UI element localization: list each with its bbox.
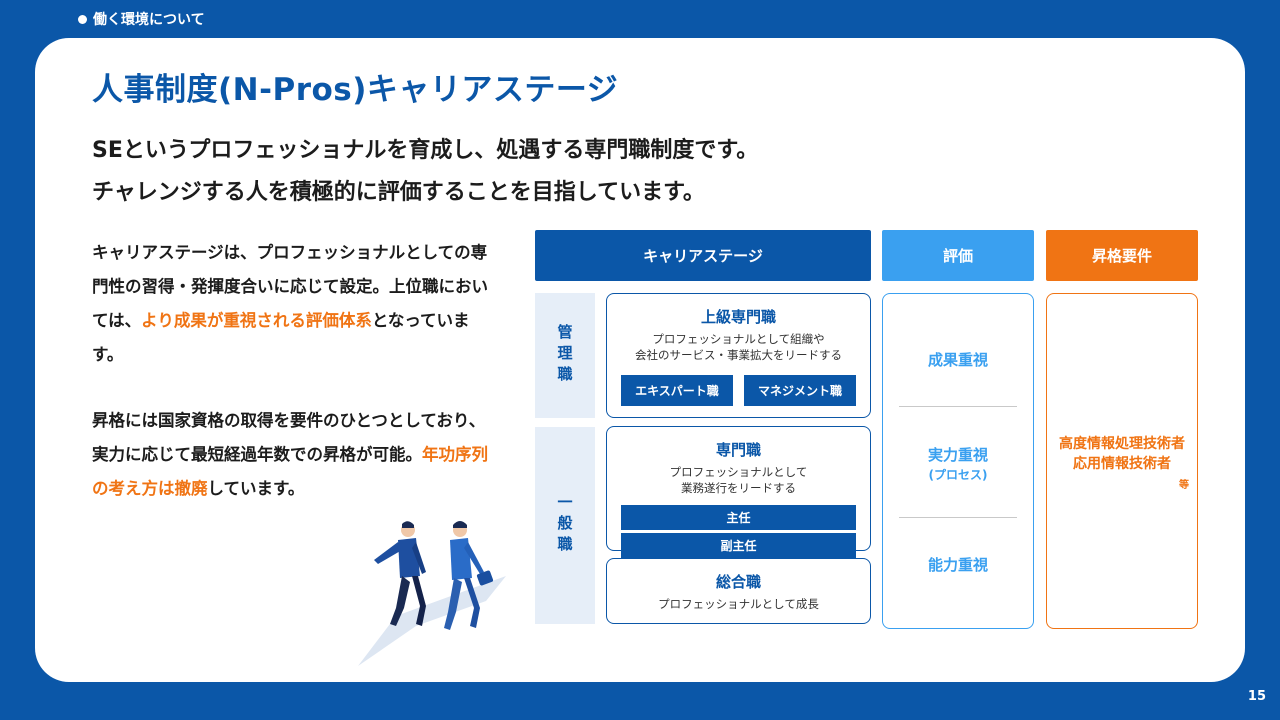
paragraph-2-text-b: しています。 bbox=[207, 479, 305, 498]
section-label-text: 働く環境について bbox=[93, 12, 205, 28]
category-general: 一般職 bbox=[535, 427, 595, 624]
evaluation-ability-sub: (プロセス) bbox=[928, 468, 988, 482]
lead-text: SEというプロフェッショナルを育成し、処遇する専門職制度です。 チャレンジする人… bbox=[92, 130, 758, 214]
senior-tracks: エキスパート職 マネジメント職 bbox=[607, 375, 870, 406]
evaluation-ability-label: 実力重視 bbox=[927, 446, 988, 464]
requirement-line-1: 高度情報処理技術者 bbox=[1059, 436, 1185, 452]
role-general-staff: 総合職 プロフェッショナルとして成長 bbox=[606, 558, 871, 624]
role-senior-desc-line-2: 会社のサービス・事業拡大をリードする bbox=[635, 348, 842, 362]
rank-vice-chief: 副主任 bbox=[621, 533, 856, 558]
paragraph-career-stage: キャリアステージは、プロフェッショナルとしての専門性の習得・発揮度合いに応じて設… bbox=[92, 236, 492, 372]
page-number: 15 bbox=[1247, 689, 1266, 704]
track-management: マネジメント職 bbox=[744, 375, 856, 406]
person1-leg-back bbox=[412, 576, 426, 626]
role-specialist-desc-line-1: プロフェッショナルとして bbox=[669, 465, 808, 479]
page-title: 人事制度(N-Pros)キャリアステージ bbox=[92, 72, 619, 108]
person1-arm-back bbox=[412, 542, 426, 574]
section-label: 働く環境について bbox=[78, 9, 205, 29]
bullet-dot-icon bbox=[78, 14, 87, 24]
role-senior-desc-line-1: プロフェッショナルとして組織や bbox=[652, 332, 825, 346]
role-specialist-description: プロフェッショナルとして 業務遂行をリードする bbox=[607, 464, 870, 496]
rank-chief: 主任 bbox=[621, 505, 856, 530]
evaluation-ability: 実力重視 (プロセス) bbox=[883, 444, 1033, 483]
role-senior-description: プロフェッショナルとして組織や 会社のサービス・事業拡大をリードする bbox=[607, 331, 870, 363]
business-people-walking-illustration bbox=[358, 521, 506, 666]
role-general-description: プロフェッショナルとして成長 bbox=[658, 597, 819, 611]
person1-hair bbox=[402, 521, 414, 528]
paragraph-2-highlight: 年功序列の考え方は撤廃 bbox=[92, 445, 488, 498]
role-general-title: 総合職 bbox=[715, 573, 761, 591]
header-career-stage: キャリアステージ bbox=[535, 230, 871, 281]
paragraph-1-highlight: より成果が重視される評価体系 bbox=[141, 311, 372, 330]
category-manager: 管理職 bbox=[535, 293, 595, 418]
person2-leg-back bbox=[464, 578, 480, 628]
role-specialist: 専門職 プロフェッショナルとして 業務遂行をリードする 主任 副主任 bbox=[606, 426, 871, 558]
track-expert: エキスパート職 bbox=[621, 375, 733, 406]
arrow-shadow-shape bbox=[358, 576, 506, 666]
role-senior-specialist: 上級専門職 プロフェッショナルとして組織や 会社のサービス・事業拡大をリードする… bbox=[606, 293, 871, 418]
person1-leg-front bbox=[390, 576, 410, 626]
paragraph-1-text-a: キャリアステージは、プロフェッショナルとしての専門性の習得・発揮度合いに応じて設… bbox=[92, 243, 488, 330]
lead-line-1: SEというプロフェッショナルを育成し、処遇する専門職制度です。 bbox=[92, 138, 759, 163]
requirement-line-2: 応用情報技術者 bbox=[1073, 456, 1171, 472]
role-specialist-title: 専門職 bbox=[715, 441, 761, 459]
requirements-etc: 等 bbox=[1179, 480, 1189, 491]
paragraph-2-text-a: 昇格には国家資格の取得を要件のひとつとしており、実力に応じて最短経過年数での昇格… bbox=[92, 411, 486, 464]
lead-line-2: チャレンジする人を積極的に評価することを目指しています。 bbox=[92, 180, 705, 205]
evaluation-competence: 能力重視 bbox=[927, 556, 988, 574]
evaluation-divider bbox=[899, 406, 1017, 407]
paragraph-1-text-b: となっています。 bbox=[92, 311, 470, 364]
role-specialist-desc-line-2: 業務遂行をリードする bbox=[681, 481, 796, 495]
briefcase-icon bbox=[476, 570, 494, 586]
header-promotion-requirements: 昇格要件 bbox=[1046, 230, 1198, 281]
evaluation-divider bbox=[899, 517, 1017, 518]
paragraph-promotion: 昇格には国家資格の取得を要件のひとつとしており、実力に応じて最短経過年数での昇格… bbox=[92, 404, 492, 506]
requirements-text: 高度情報処理技術者 応用情報技術者 bbox=[1047, 434, 1197, 474]
person2-hair bbox=[453, 521, 467, 528]
person2-leg-front bbox=[444, 578, 462, 630]
evaluation-results: 成果重視 bbox=[927, 351, 988, 369]
person2-arm bbox=[464, 542, 484, 574]
header-evaluation: 評価 bbox=[882, 230, 1034, 281]
evaluation-column: 成果重視 実力重視 (プロセス) 能力重視 bbox=[882, 293, 1034, 629]
requirements-column: 高度情報処理技術者 応用情報技術者 等 bbox=[1046, 293, 1198, 629]
person1-arm-front bbox=[374, 542, 402, 564]
role-senior-title: 上級専門職 bbox=[700, 308, 776, 326]
